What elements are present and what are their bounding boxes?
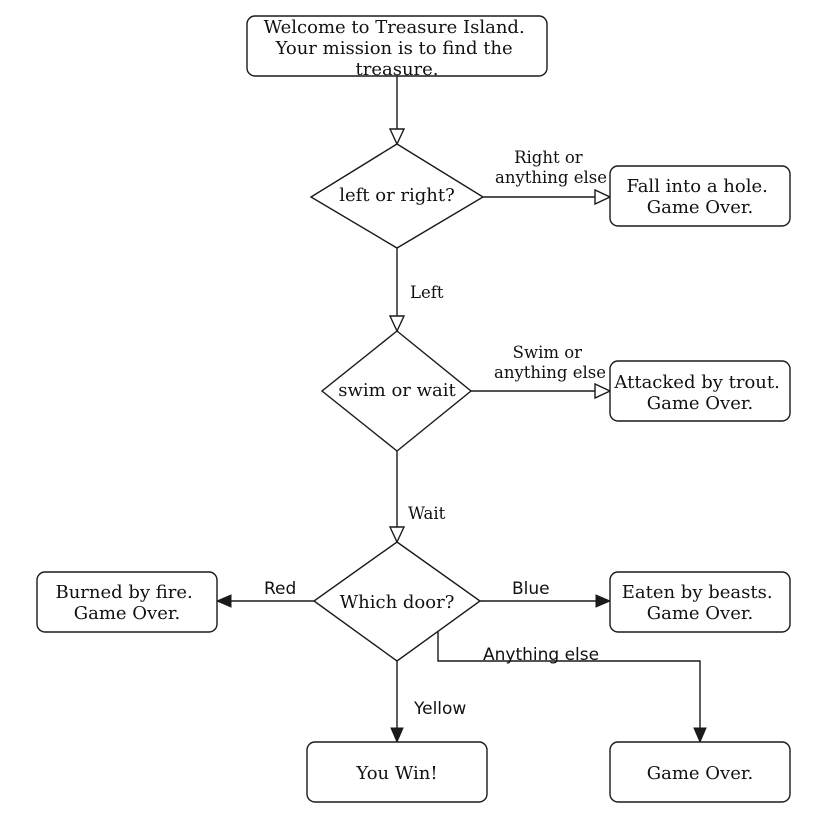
start-node: Welcome to Treasure Island. Your mission… (246, 15, 548, 80)
trout-node-text: Attacked by trout. Game Over. (613, 372, 785, 414)
solid-arrowhead-icon (390, 727, 404, 744)
edge-label-swim: Swim or anything else (494, 343, 606, 382)
win-node-text: You Win! (355, 763, 437, 784)
beasts-node-text: Eaten by beasts. Game Over. (622, 582, 779, 624)
edge-label-right: Right or anything else (495, 148, 607, 187)
open-arrowhead-icon (388, 315, 406, 333)
decision-left-right-text: left or right? (339, 185, 455, 206)
edge-label-yellow: Yellow (413, 699, 466, 719)
edge-label-red: Red (264, 579, 296, 599)
beasts-node: Eaten by beasts. Game Over. (609, 571, 791, 633)
decision-swim-wait: swim or wait (320, 330, 473, 452)
edge-label-blue: Blue (512, 579, 550, 599)
edge-anything-else-to-game-over (437, 631, 707, 744)
solid-arrowhead-icon (693, 727, 707, 744)
edge-left-to-swim-wait (388, 248, 406, 333)
edge-right-to-hole (483, 188, 612, 206)
edge-red-to-fire (215, 594, 314, 608)
edge-yellow-to-win (390, 661, 404, 744)
open-arrowhead-icon (388, 128, 406, 146)
hole-node-text: Fall into a hole. Game Over. (626, 176, 773, 218)
start-node-text: Welcome to Treasure Island. Your mission… (264, 17, 531, 80)
edge-swim-to-trout (471, 382, 612, 400)
trout-node: Attacked by trout. Game Over. (609, 360, 791, 422)
decision-swim-wait-text: swim or wait (338, 380, 456, 401)
edge-wait-to-door (388, 451, 406, 544)
decision-which-door-text: Which door? (340, 592, 455, 613)
solid-arrowhead-icon (595, 594, 612, 608)
hole-node: Fall into a hole. Game Over. (609, 165, 791, 227)
edge-label-anything-else: Anything else (483, 645, 599, 665)
decision-which-door: Which door? (312, 541, 482, 662)
edge-label-left: Left (410, 283, 444, 302)
solid-arrowhead-icon (215, 594, 232, 608)
game-over-node-text: Game Over. (647, 763, 753, 784)
open-arrowhead-icon (388, 526, 406, 544)
game-over-node: Game Over. (609, 741, 791, 803)
edge-start-to-left-right (388, 76, 406, 146)
open-arrowhead-icon (594, 382, 612, 400)
fire-node-text: Burned by fire. Game Over. (55, 582, 198, 624)
open-arrowhead-icon (594, 188, 612, 206)
decision-left-right: left or right? (309, 143, 485, 249)
win-node: You Win! (306, 741, 488, 803)
edge-label-wait: Wait (408, 504, 446, 523)
fire-node: Burned by fire. Game Over. (36, 571, 218, 633)
edge-blue-to-beasts (480, 594, 612, 608)
